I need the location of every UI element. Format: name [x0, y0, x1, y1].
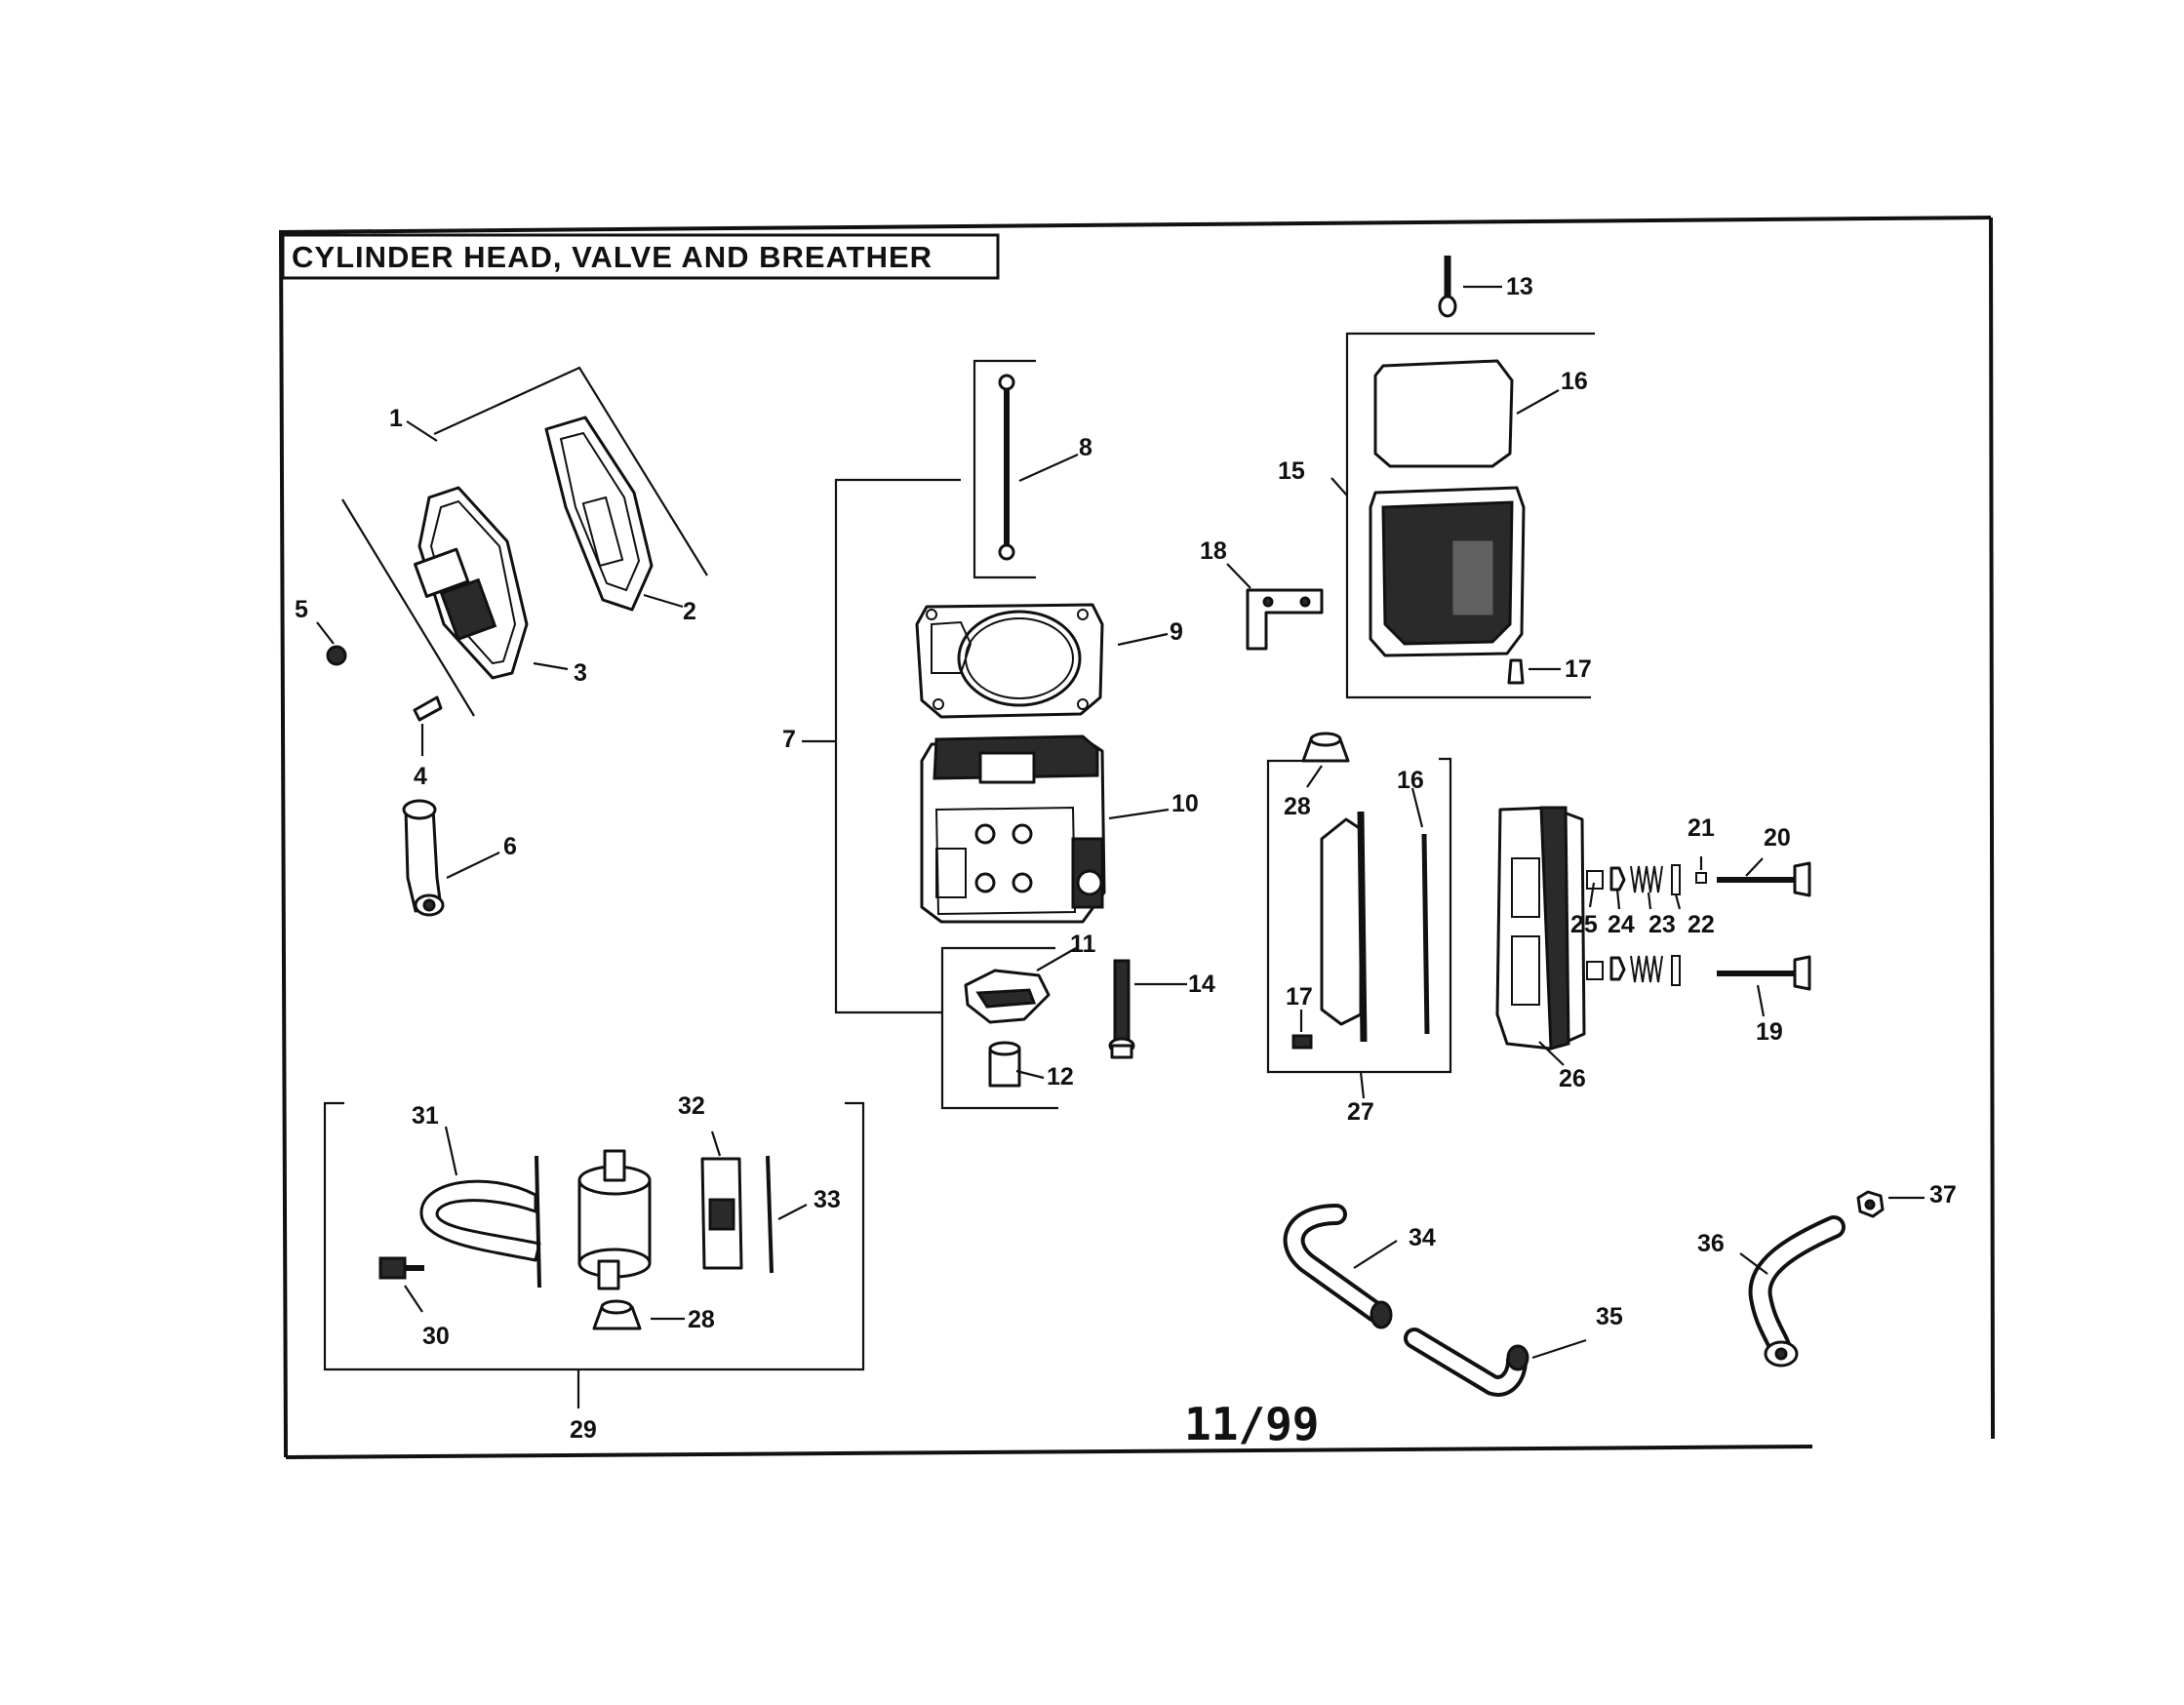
callout-1: 1 — [389, 405, 403, 432]
callout-7: 7 — [782, 726, 796, 753]
valve-cover-assembly — [1330, 332, 1595, 699]
breather-assembly — [323, 1101, 865, 1408]
callout-15: 15 — [1278, 457, 1305, 485]
callout-26: 26 — [1559, 1065, 1586, 1092]
callout-25: 25 — [1570, 911, 1598, 938]
cylinder-head-side-26 — [1495, 806, 1586, 1066]
callout-30: 30 — [422, 1323, 450, 1350]
callout-35: 35 — [1596, 1303, 1623, 1330]
callout-17b: 17 — [1286, 983, 1313, 1011]
callout-28b: 28 — [688, 1306, 715, 1333]
rocker-cover-assembly — [1266, 732, 1452, 1099]
callout-12: 12 — [1047, 1063, 1074, 1090]
callout-2: 2 — [683, 598, 696, 625]
valve-train — [1586, 856, 1811, 1017]
callout-19: 19 — [1756, 1018, 1783, 1046]
callout-14: 14 — [1188, 971, 1215, 998]
callout-16b: 16 — [1397, 767, 1424, 794]
callout-17a: 17 — [1565, 655, 1592, 683]
callout-16a: 16 — [1561, 368, 1588, 395]
bracket-18 — [1226, 563, 1324, 651]
diagram-frame — [278, 216, 1995, 1459]
callout-31: 31 — [412, 1102, 439, 1130]
callout-3: 3 — [574, 659, 587, 687]
callout-labels: 1 2 3 4 5 6 7 8 9 10 11 12 13 14 15 16 1… — [295, 273, 1957, 1444]
callout-8: 8 — [1079, 434, 1092, 461]
callout-21: 21 — [1688, 814, 1715, 842]
cylinder-head-assembly — [802, 359, 1170, 1110]
callout-10: 10 — [1171, 790, 1199, 817]
callout-32: 32 — [678, 1092, 705, 1120]
hose-34 — [1283, 1204, 1398, 1329]
nut-37 — [1856, 1190, 1925, 1218]
callout-20: 20 — [1764, 824, 1791, 852]
hose-35 — [1404, 1328, 1587, 1397]
callout-18: 18 — [1200, 537, 1227, 565]
callout-4: 4 — [414, 763, 427, 790]
callout-23: 23 — [1648, 911, 1676, 938]
callout-6: 6 — [503, 833, 517, 860]
breather-cover-assembly — [316, 366, 708, 917]
bolt-14 — [1108, 959, 1187, 1059]
callout-24: 24 — [1608, 911, 1635, 938]
title-box: CYLINDER HEAD, VALVE AND BREATHER — [281, 233, 1000, 280]
callout-29: 29 — [570, 1416, 597, 1444]
callout-13: 13 — [1506, 273, 1533, 300]
callout-9: 9 — [1170, 618, 1183, 646]
callout-34: 34 — [1409, 1224, 1436, 1251]
callout-36: 36 — [1697, 1230, 1725, 1257]
callout-22: 22 — [1688, 911, 1715, 938]
callout-5: 5 — [295, 596, 308, 623]
callout-27: 27 — [1347, 1098, 1374, 1126]
date-code: 11/99 — [1184, 1398, 1319, 1450]
callout-28a: 28 — [1284, 793, 1311, 820]
bolt-13 — [1438, 256, 1502, 318]
callout-33: 33 — [814, 1186, 841, 1213]
callout-11: 11 — [1070, 931, 1096, 958]
hose-36 — [1739, 1215, 1846, 1368]
diagram-title: CYLINDER HEAD, VALVE AND BREATHER — [292, 240, 933, 274]
callout-37: 37 — [1929, 1181, 1957, 1209]
